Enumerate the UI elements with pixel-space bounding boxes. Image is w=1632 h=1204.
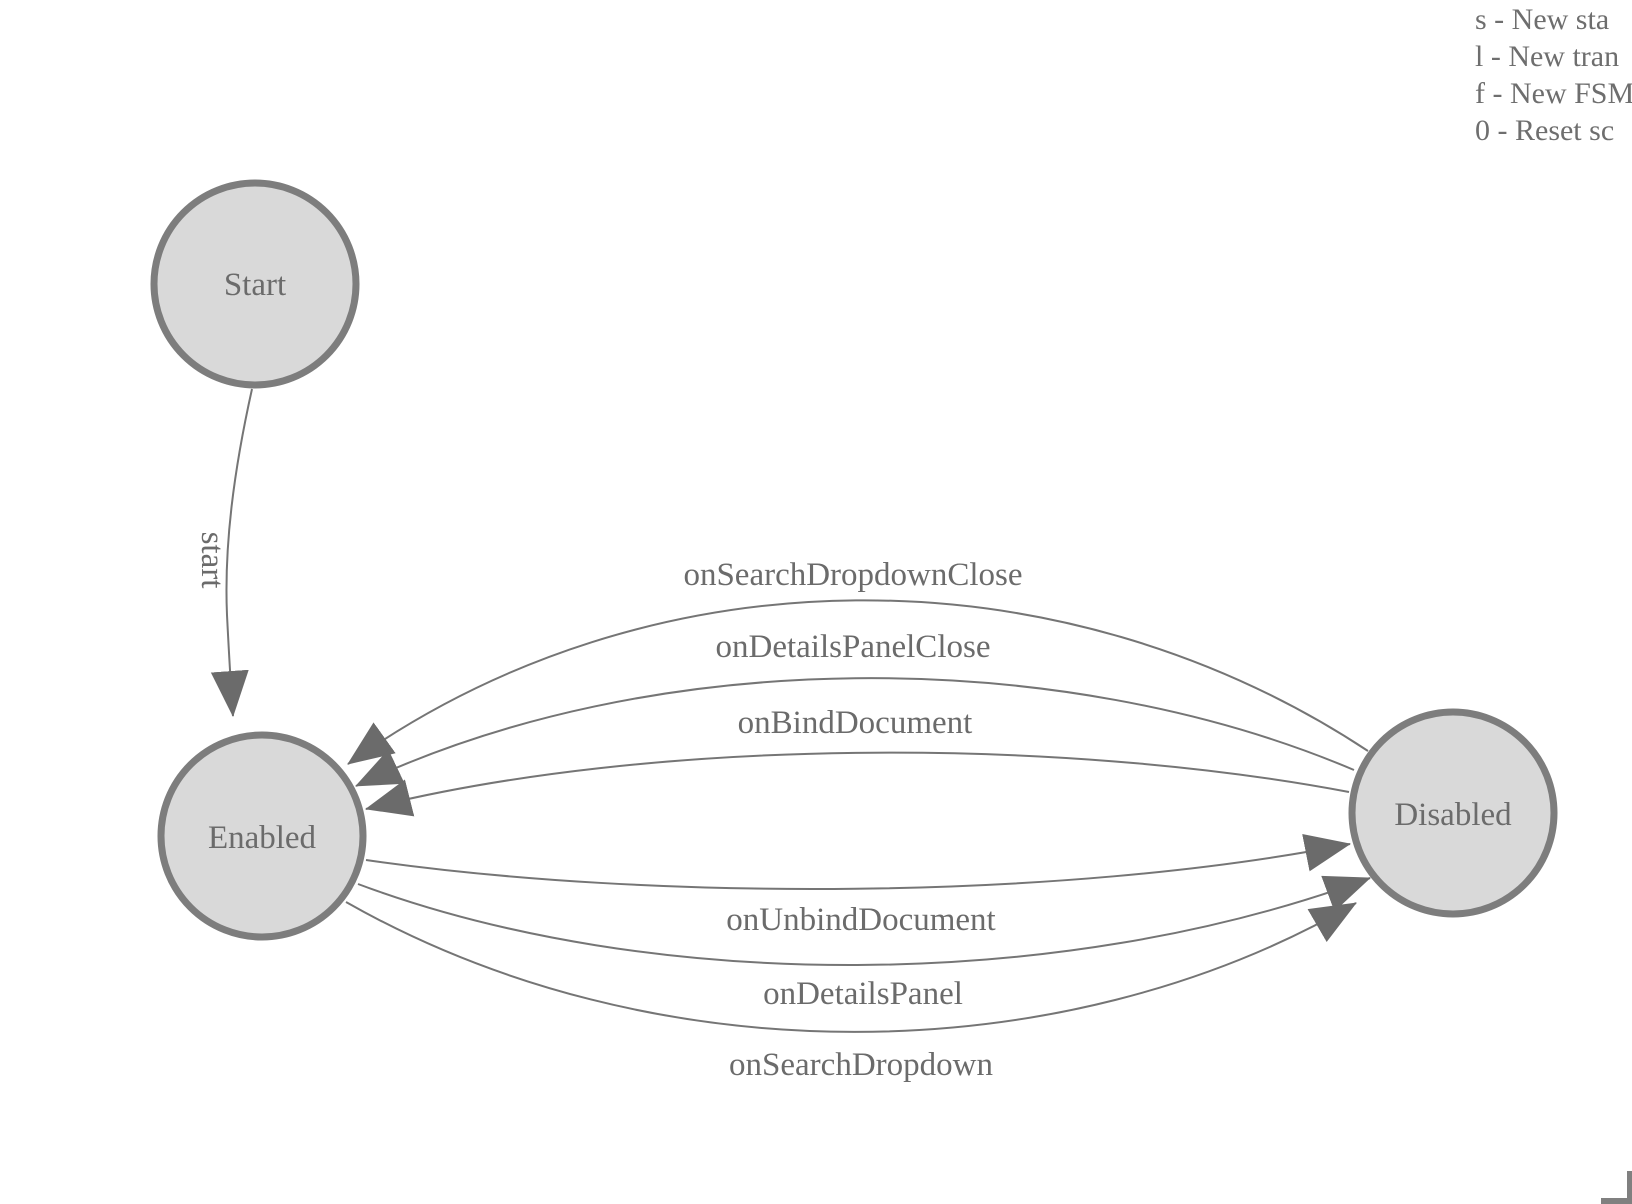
edge-label-onUnbindDocument: onUnbindDocument xyxy=(726,902,995,938)
edge-onUnbindDocument[interactable] xyxy=(365,834,1351,890)
edge-label-onSearchDropdown: onSearchDropdown xyxy=(729,1047,993,1083)
state-circle-disabled[interactable] xyxy=(1348,708,1558,918)
edge-onSearchDropdownClose[interactable] xyxy=(347,599,1369,765)
edge-label-onSearchDropdownClose: onSearchDropdownClose xyxy=(683,557,1022,593)
edge-label-onBindDocument: onBindDocument xyxy=(738,705,973,741)
canvas-resize-handle[interactable] xyxy=(1601,1171,1632,1204)
edge-onBindDocument[interactable] xyxy=(365,751,1350,817)
shortcut-legend: s - New sta l - New tran f - New FSM 0 -… xyxy=(1475,1,1632,149)
edge-label-start: start xyxy=(194,532,230,589)
state-node-start[interactable]: Start xyxy=(150,179,360,389)
state-label-enabled: Enabled xyxy=(208,820,317,856)
transition-edges xyxy=(210,388,1371,1033)
edge-onDetailsPanelClose[interactable] xyxy=(355,677,1355,787)
state-node-enabled[interactable]: Enabled xyxy=(157,731,367,941)
state-node-disabled[interactable]: Disabled xyxy=(1348,708,1558,918)
state-label-disabled: Disabled xyxy=(1394,797,1512,833)
edge-onSearchDropdown[interactable] xyxy=(345,901,1357,1033)
edge-label-onDetailsPanelClose: onDetailsPanelClose xyxy=(716,629,991,665)
legend-line-new-state: s - New sta xyxy=(1475,3,1610,36)
edge-onDetailsPanel[interactable] xyxy=(357,875,1371,966)
state-circle-enabled[interactable] xyxy=(157,731,367,941)
legend-line-new-transition: l - New tran xyxy=(1475,40,1620,73)
state-circle-start[interactable] xyxy=(150,179,360,389)
state-label-start: Start xyxy=(224,267,286,303)
edge-start-to-enabled[interactable] xyxy=(210,388,253,717)
legend-line-new-fsm: f - New FSM xyxy=(1475,77,1632,110)
legend-line-reset-scale: 0 - Reset sc xyxy=(1475,114,1615,147)
edge-label-onDetailsPanel: onDetailsPanel xyxy=(763,976,963,1012)
transition-labels: start onSearchDropdownClose onDetailsPan… xyxy=(194,532,1023,1083)
